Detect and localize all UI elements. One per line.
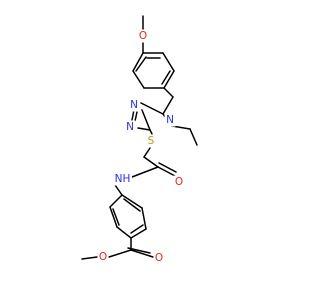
- bond-line: [158, 162, 177, 173]
- bond-line: [114, 184, 123, 196]
- bond-line: [130, 249, 154, 258]
- bond-line: [135, 56, 147, 72]
- atom-labels: O N N N S NH O O: [97, 29, 185, 265]
- atom-o-ester-ether-label: O: [99, 251, 107, 263]
- bond-line: [112, 208, 120, 226]
- bond-line: [109, 194, 123, 208]
- bond-line: [108, 249, 132, 258]
- bond-line: [109, 206, 118, 228]
- bond-line: [134, 111, 138, 122]
- bond-line: [140, 102, 164, 115]
- atom-o-methoxy: O: [137, 29, 149, 43]
- bond-line: [163, 87, 174, 98]
- atom-nh-amide-label: NH: [115, 173, 131, 185]
- atom-n-triazole-top: N: [128, 98, 140, 112]
- atom-n-triazole-left: N: [124, 120, 136, 134]
- bond-line: [161, 70, 171, 85]
- bond-line: [137, 127, 151, 131]
- bond-line: [162, 96, 174, 115]
- atom-o-ester-carbonyl-label: O: [155, 252, 163, 264]
- atom-n-triazole-left-label: N: [126, 121, 134, 133]
- bond-line: [127, 247, 151, 254]
- atom-o-ester-ether: O: [97, 250, 109, 264]
- bond-line: [141, 207, 147, 230]
- atom-s-thioether-label: S: [148, 135, 155, 147]
- atom-nh-amide: NH: [113, 172, 132, 186]
- bond-line: [132, 52, 144, 72]
- bond-line: [123, 198, 141, 212]
- atom-o-ester-carbonyl: O: [153, 251, 165, 265]
- bond-line: [162, 52, 175, 72]
- bond-line: [130, 228, 147, 239]
- bond-lines: [81, 15, 198, 260]
- atom-o-methoxy-label: O: [139, 30, 147, 42]
- bond-line: [163, 70, 175, 89]
- atom-o-amide: O: [173, 175, 185, 189]
- molecule-structure: O N N N S NH O O: [81, 15, 198, 265]
- bond-line: [189, 128, 198, 146]
- bond-line: [131, 166, 159, 178]
- bond-line: [143, 156, 159, 168]
- bond-line: [132, 70, 145, 89]
- bond-line: [141, 109, 151, 131]
- bond-line: [130, 224, 144, 234]
- bond-line: [157, 166, 178, 178]
- bond-line: [121, 194, 143, 209]
- bond-line: [116, 226, 132, 239]
- bond-line: [149, 129, 153, 135]
- bond-line: [143, 147, 151, 158]
- atom-s-thioether: S: [145, 134, 157, 148]
- bond-line: [81, 256, 98, 260]
- atom-o-amide-label: O: [175, 176, 183, 188]
- bond-line: [131, 109, 135, 121]
- atom-n-triazole-ethyl: N: [164, 113, 176, 127]
- atom-n-triazole-ethyl-label: N: [166, 114, 174, 126]
- atom-n-triazole-top-label: N: [130, 99, 138, 111]
